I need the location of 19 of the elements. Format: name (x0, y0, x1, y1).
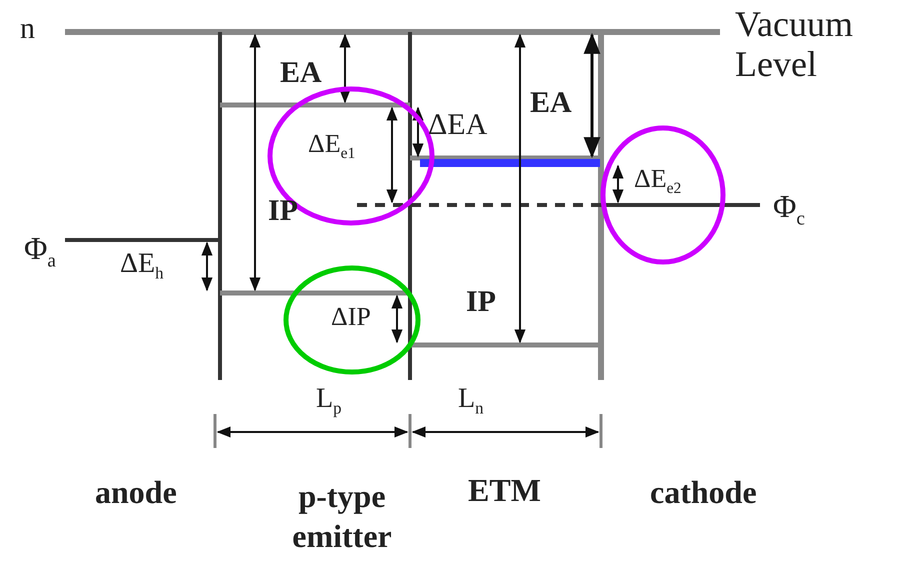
n: n (20, 14, 35, 44)
energy-label: ΔE$_{e1}$ (308, 131, 356, 162)
dimension-label: L$_{p}$ (316, 385, 342, 418)
dimension-label: L$_{n}$ (458, 385, 484, 418)
energy-label: ΔE$_{h}$ (120, 250, 164, 282)
energy-label: EA (280, 58, 322, 88)
energy-label: IP (466, 287, 496, 317)
region-label: p-type emitter (291, 477, 393, 556)
work-function-label: Φ$_{c}$ (773, 190, 805, 229)
region-label: anode (95, 476, 177, 508)
region-label: ETM (468, 474, 541, 506)
energy-label: ΔE$_{e2}$ (634, 166, 682, 197)
energy-label: ΔEA (428, 110, 488, 140)
energy-label: ΔIP (331, 304, 371, 330)
work-function-label: Φ$_{a}$ (24, 232, 56, 271)
energy-label: IP (268, 196, 298, 226)
energy-label: EA (530, 88, 572, 118)
region-label: cathode (650, 476, 757, 508)
vacuum-level-label: Vacuum Level (735, 5, 854, 84)
